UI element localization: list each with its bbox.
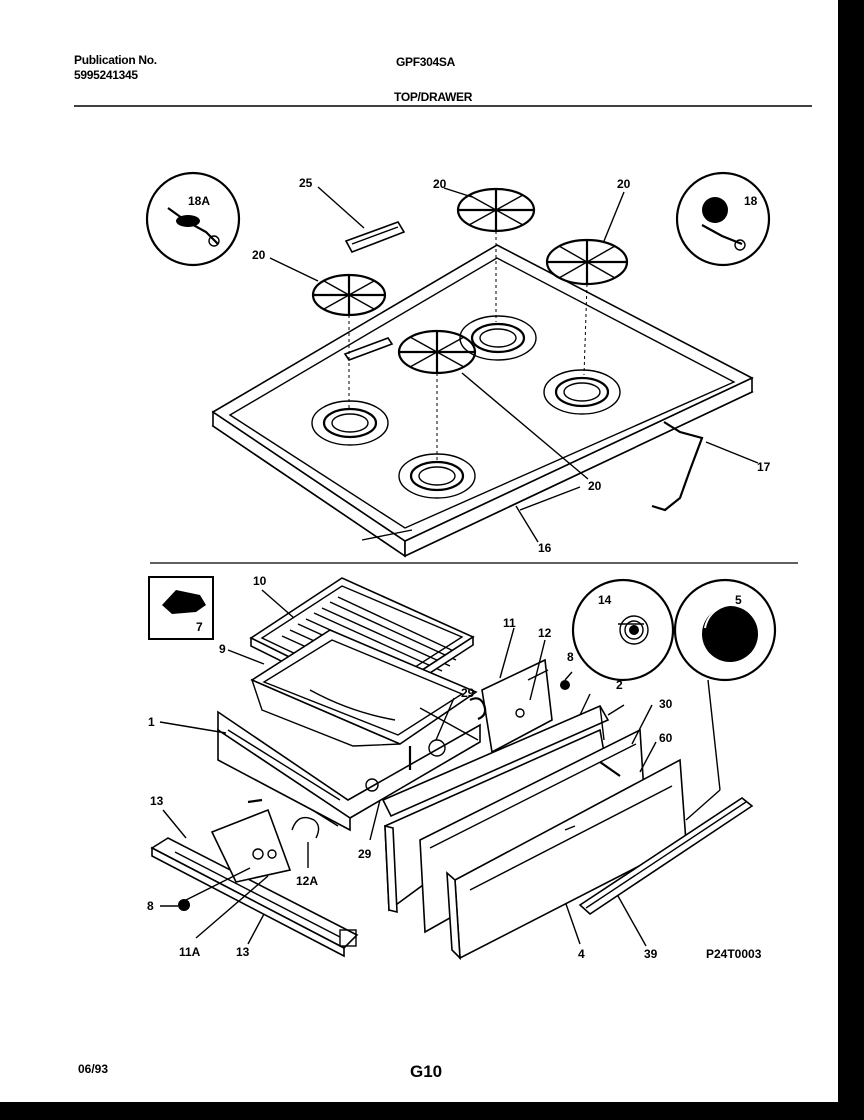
- side-strip: [381, 704, 610, 818]
- burner-grate-right: [545, 238, 629, 286]
- burner-grate-center: [397, 329, 477, 375]
- callout-11a: 11A: [179, 945, 201, 959]
- page-number: G10: [410, 1062, 443, 1081]
- callout-18a: 18A: [188, 194, 210, 208]
- inset-circle-18a: [145, 171, 241, 267]
- publication-label: Publication No.: [74, 53, 157, 67]
- callout-11: 11: [503, 616, 516, 630]
- callout-12: 12: [538, 626, 552, 640]
- inset-circle-14: [571, 578, 675, 682]
- callout-18: 18: [744, 194, 758, 208]
- callout-4: 4: [578, 947, 585, 961]
- burner-grate-top: [456, 187, 536, 233]
- callout-7: 7: [196, 620, 203, 634]
- callout-16: 16: [538, 541, 552, 555]
- callout-12a: 12A: [296, 874, 318, 888]
- inset-box-7: [148, 576, 214, 640]
- roller-top: [428, 697, 487, 757]
- burner-opening-right: [543, 369, 621, 415]
- leaders-top: [269, 186, 759, 543]
- callout-13-bottom: 13: [236, 945, 250, 959]
- callout-2: 2: [616, 678, 623, 692]
- grate-bumper: [344, 221, 406, 253]
- callout-25: 25: [299, 176, 313, 190]
- callout-8-top: 8: [567, 650, 574, 664]
- callout-60: 60: [659, 731, 673, 745]
- drawer-handle: [578, 797, 754, 916]
- callout-17: 17: [757, 460, 771, 474]
- spring-12a: [291, 816, 320, 839]
- section-title: TOP/DRAWER: [394, 90, 473, 104]
- parts-sheet: Publication No. 5995241345 GPF304SA TOP/…: [0, 0, 838, 1102]
- callout-29-bottom: 29: [358, 847, 372, 861]
- callout-9: 9: [219, 642, 226, 656]
- broiler-pan: [250, 629, 478, 747]
- publication-number: 5995241345: [74, 68, 138, 82]
- front-rail: [150, 837, 359, 958]
- exploded-parts-diagram: 18A 25 20 20 18 20 17 20 16 10 7 9 11 12…: [74, 105, 812, 961]
- nut-bottom: [178, 899, 190, 911]
- leaders-bottom: [159, 589, 721, 947]
- callout-39: 39: [644, 947, 658, 961]
- screw-left: [247, 798, 263, 804]
- screw-top: [560, 671, 573, 690]
- callout-20-right: 20: [617, 177, 631, 191]
- callout-10: 10: [253, 574, 267, 588]
- burner-opening-rear-center: [459, 315, 537, 361]
- drawing-code: P24T0003: [706, 947, 762, 961]
- alignment-lines-top: [348, 231, 588, 462]
- callout-29-top: 29: [461, 686, 475, 700]
- callout-1: 1: [148, 715, 155, 729]
- wire-rod: [651, 421, 704, 512]
- inset-circle-18: [675, 171, 771, 267]
- drawer-frame: [217, 707, 481, 832]
- screw-60: [599, 761, 621, 777]
- callout-13-top: 13: [150, 794, 164, 808]
- footer-date: 06/93: [78, 1062, 109, 1076]
- callout-30: 30: [659, 697, 673, 711]
- burner-grate-left: [311, 273, 387, 317]
- callout-14: 14: [598, 593, 612, 607]
- callout-20-left: 20: [252, 248, 266, 262]
- model-number: GPF304SA: [396, 55, 455, 69]
- inset-circle-5: [673, 578, 777, 682]
- rail-bracket: [210, 808, 292, 883]
- cooktop-panel: [211, 244, 754, 558]
- callout-5: 5: [735, 593, 742, 607]
- burner-opening-front-left: [311, 400, 389, 446]
- callout-20-top: 20: [433, 177, 447, 191]
- callout-20-center: 20: [588, 479, 602, 493]
- callout-8-bottom: 8: [147, 899, 154, 913]
